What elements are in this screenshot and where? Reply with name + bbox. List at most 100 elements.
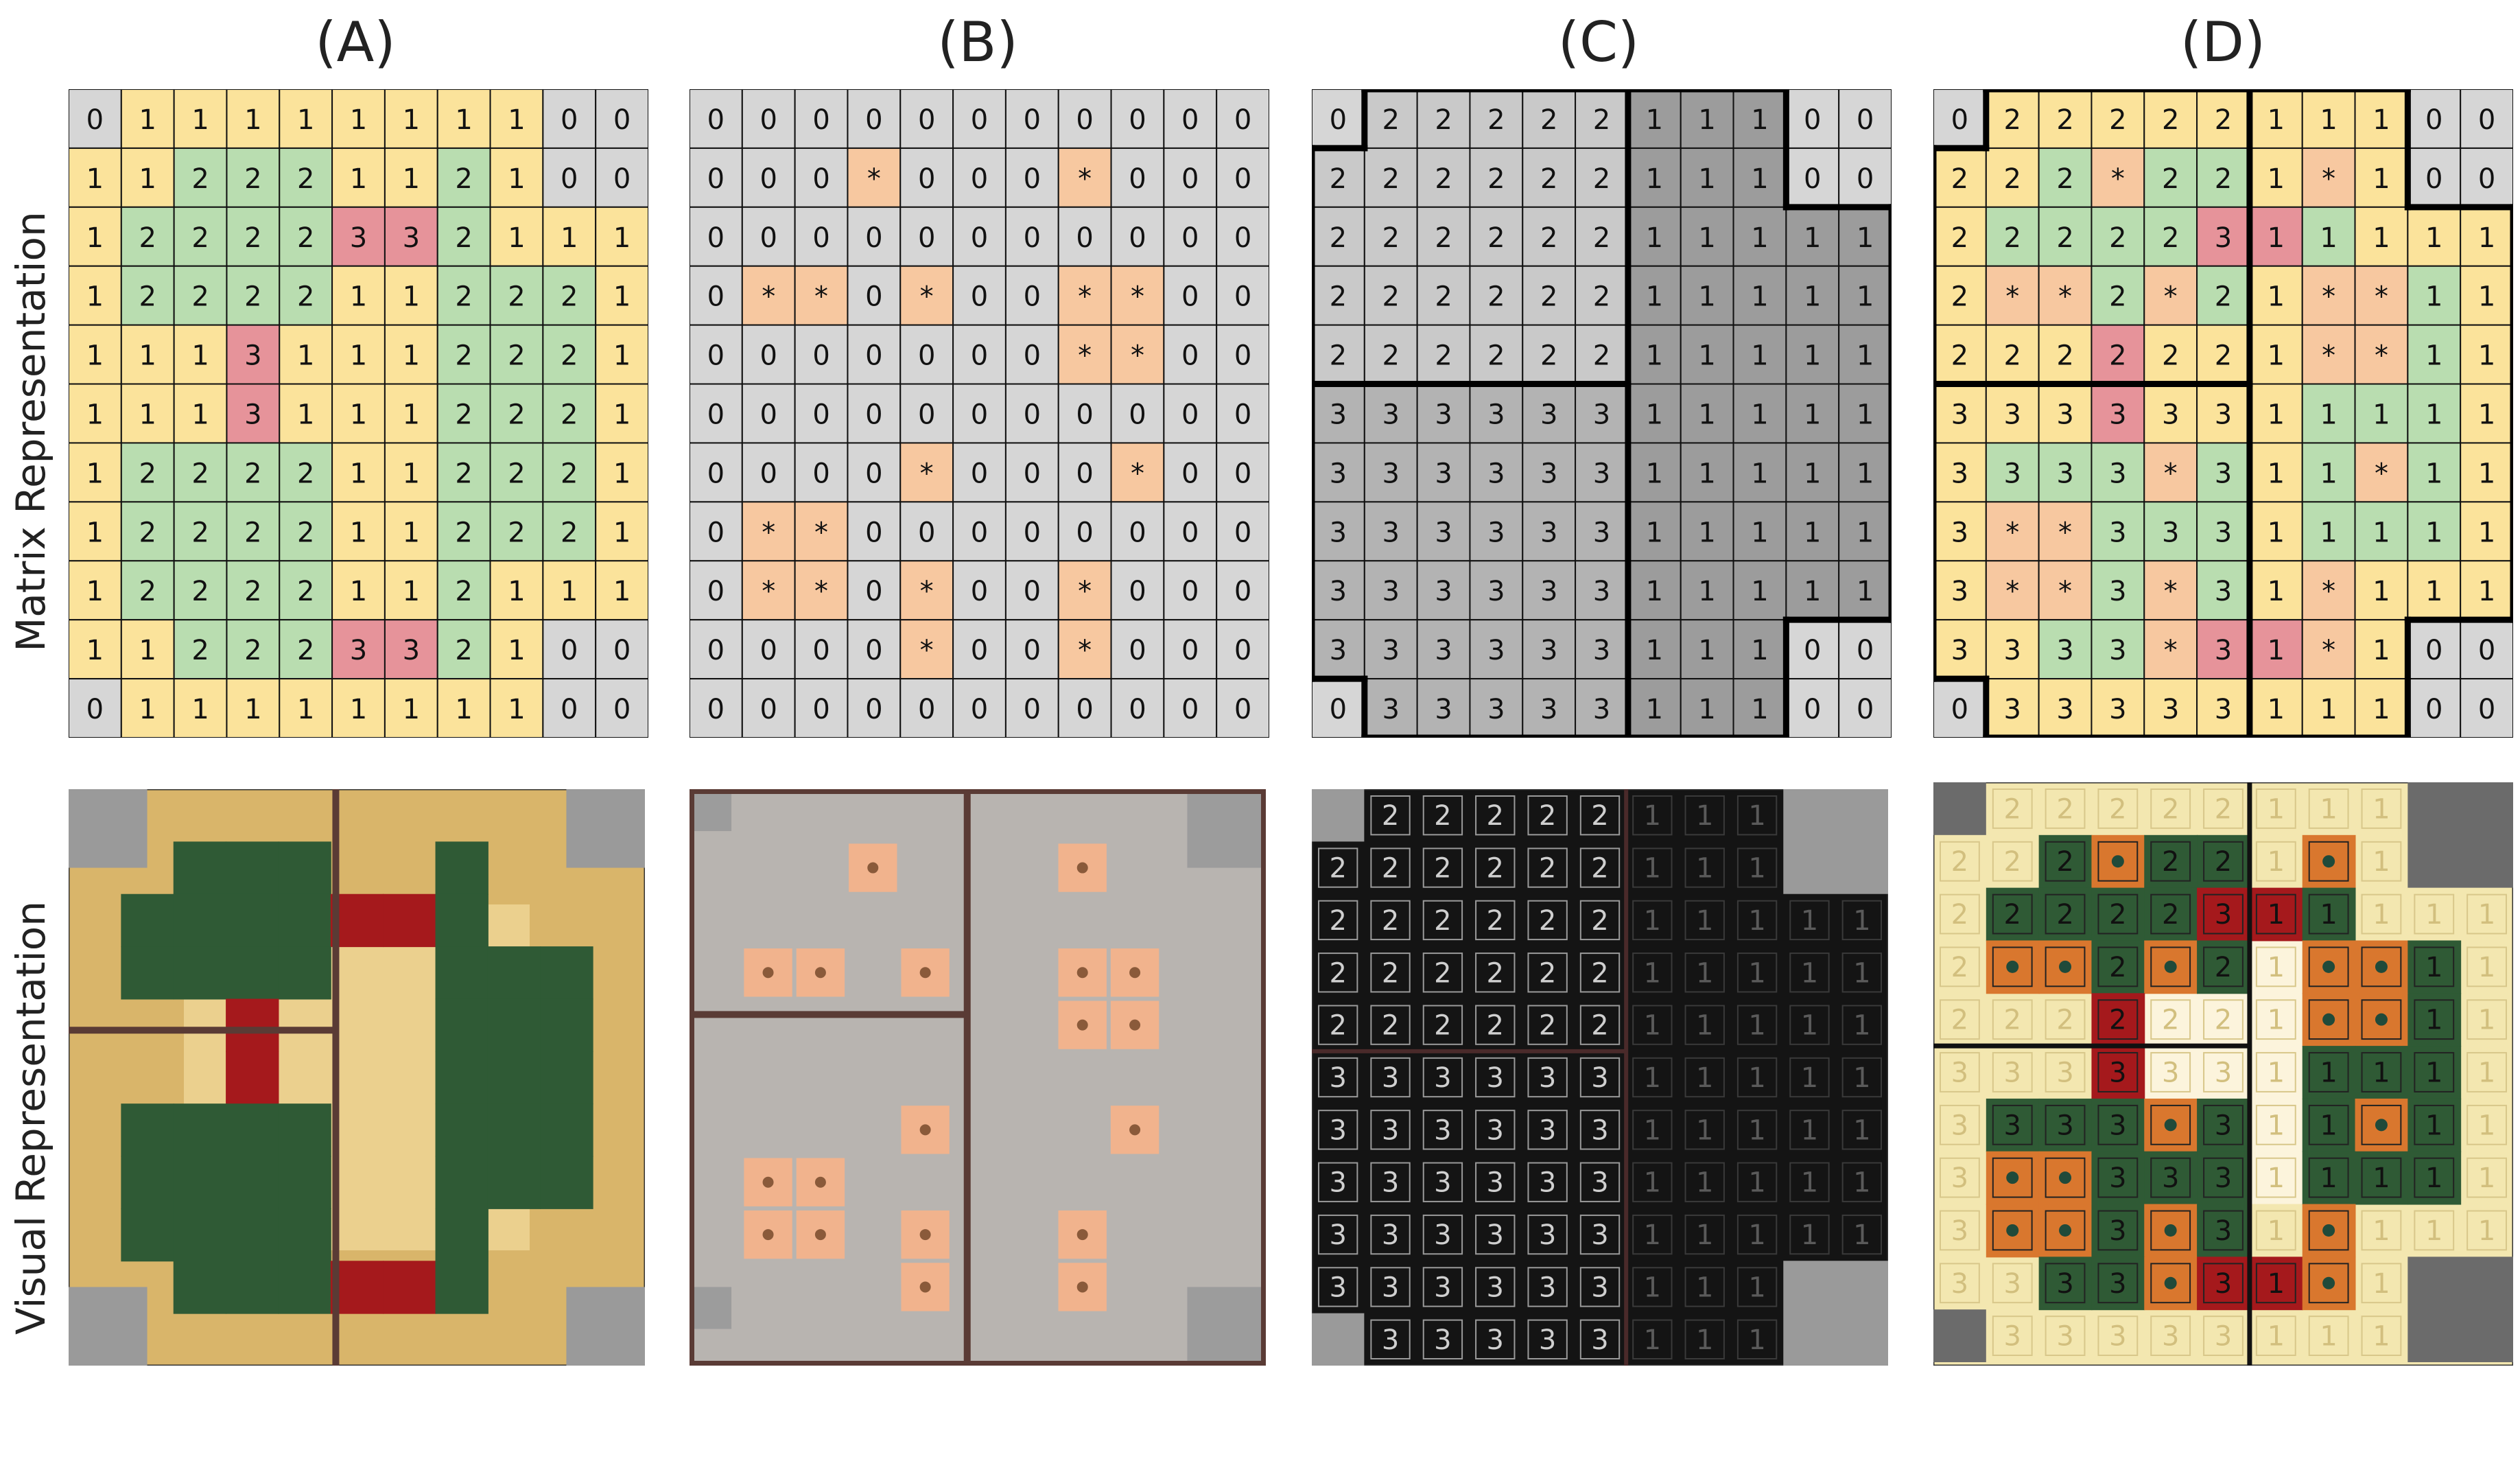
tile-outline	[1736, 1162, 1778, 1202]
matrix-cell	[2460, 619, 2513, 680]
matrix-cell-value: *	[867, 163, 881, 195]
matrix-cell-value: 2	[561, 281, 578, 313]
tile-outline	[1318, 1267, 1358, 1307]
matrix-cell-value: *	[1131, 281, 1144, 313]
matrix-cell-value: 1	[613, 281, 631, 313]
matrix-cell-value: *	[1078, 340, 1092, 372]
tile	[2144, 887, 2198, 942]
tile-label: 3	[1487, 1114, 1504, 1146]
tile-label: 1	[1801, 1114, 1818, 1146]
matrix-cell-value: 1	[2268, 694, 2285, 725]
matrix-cell-value: 1	[1751, 340, 1768, 372]
matrix-cell	[1312, 324, 1365, 385]
tile-label: 3	[2056, 1321, 2073, 1353]
corner-block	[2407, 782, 2513, 888]
matrix-cell-value: 1	[139, 399, 156, 431]
matrix-cell	[2354, 560, 2409, 621]
matrix-cell-value: 1	[1751, 694, 1768, 725]
matrix-cell-value: 2	[244, 281, 261, 313]
matrix-cell-value: 0	[1129, 222, 1146, 254]
object-marker	[814, 1176, 826, 1188]
row-label-visual: Visual Representation	[8, 900, 54, 1335]
matrix-cell-value: 1	[613, 576, 631, 607]
matrix-cell	[847, 324, 902, 385]
matrix-cell	[1933, 501, 1987, 562]
tile-outline	[2414, 999, 2455, 1040]
matrix-cell-value: 0	[561, 163, 578, 195]
matrix-cell	[1163, 147, 1218, 208]
tile-label: 1	[1748, 905, 1765, 937]
tile-label: 2	[1382, 905, 1399, 937]
tile-outline	[2203, 788, 2244, 829]
matrix-cell	[595, 383, 648, 444]
tile-label: 2	[1951, 846, 1968, 878]
matrix-cell-value: 3	[244, 340, 261, 372]
tile-label: 1	[2425, 1215, 2442, 1247]
matrix-cell-value: 1	[1698, 222, 1715, 254]
matrix-cell	[542, 442, 597, 503]
matrix-cell-value: *	[2164, 458, 2178, 489]
matrix-cell	[595, 619, 648, 680]
tile-outline	[2414, 1052, 2455, 1092]
matrix-cell-value: 0	[812, 694, 829, 725]
matrix-cell-value: 2	[1435, 281, 1452, 313]
tile-outline	[2203, 1316, 2244, 1357]
tile-outline	[2045, 999, 2086, 1040]
matrix-cell	[120, 560, 175, 621]
tile-outline	[2308, 841, 2349, 882]
grass-tile	[226, 893, 279, 948]
matrix-cell-value: 0	[2425, 163, 2442, 195]
matrix-cell-value: 1	[297, 340, 314, 372]
matrix-cell-value: 1	[561, 576, 578, 607]
matrix-cell-value: 1	[2320, 104, 2337, 136]
tile-outline	[1422, 1162, 1463, 1202]
matrix-cell	[2407, 383, 2462, 444]
object-marker	[919, 1281, 931, 1293]
matrix-cell-value: 3	[1593, 576, 1610, 607]
matrix-cell-value: 0	[971, 104, 988, 136]
tile-label: 2	[1591, 800, 1608, 832]
matrix-cell	[173, 265, 228, 326]
tile-outline	[2255, 893, 2296, 935]
tile-label: 2	[2162, 1005, 2179, 1036]
object-marker	[2322, 855, 2335, 868]
matrix-cell	[794, 265, 849, 326]
tile-outline	[1736, 1319, 1778, 1359]
matrix-cell	[1522, 324, 1577, 385]
matrix-cell	[690, 678, 743, 738]
matrix-cell-value: 2	[2109, 340, 2126, 372]
tile-label: 1	[1853, 1219, 1870, 1251]
matrix-cell	[1627, 324, 1682, 385]
matrix-cell-value: 0	[1024, 281, 1041, 313]
tile-outline	[1475, 795, 1516, 836]
matrix-cell-value: 0	[613, 694, 631, 725]
matrix-cell-value: 2	[1540, 104, 1557, 136]
object-marker	[919, 1229, 931, 1241]
matrix-cell-value: 0	[2425, 694, 2442, 725]
tile-label: 3	[1434, 1272, 1451, 1303]
tile-outline	[1940, 1157, 1980, 1198]
matrix-cell	[1522, 265, 1577, 326]
matrix-cell-value: 0	[613, 635, 631, 666]
matrix-cell-value: 0	[1234, 340, 1251, 372]
tile-label: 1	[2478, 1110, 2495, 1141]
tile-label: 2	[2215, 846, 2232, 878]
tile-label: 1	[2320, 1162, 2337, 1194]
matrix-cell	[1680, 678, 1734, 738]
matrix-cell-value: *	[2164, 635, 2178, 666]
matrix-cell-value: 0	[865, 576, 882, 607]
tile-label: 3	[1951, 1268, 1968, 1300]
tile-outline	[2308, 1157, 2349, 1198]
matrix-cell	[2196, 147, 2250, 208]
grass-tile	[226, 1208, 279, 1262]
matrix-cell-value: 2	[1951, 222, 1968, 254]
matrix-cell-value: 3	[1593, 399, 1610, 431]
tile-outline	[2361, 1157, 2402, 1198]
panel-title-b: (B)	[937, 10, 1018, 74]
outer-wall	[690, 789, 1266, 1366]
matrix-cell-value: 2	[244, 576, 261, 607]
matrix-cell	[1575, 442, 1629, 503]
matrix-cell-value: 0	[760, 222, 777, 254]
tile-outline	[1684, 1162, 1725, 1202]
matrix-cell-value: 0	[707, 222, 725, 254]
